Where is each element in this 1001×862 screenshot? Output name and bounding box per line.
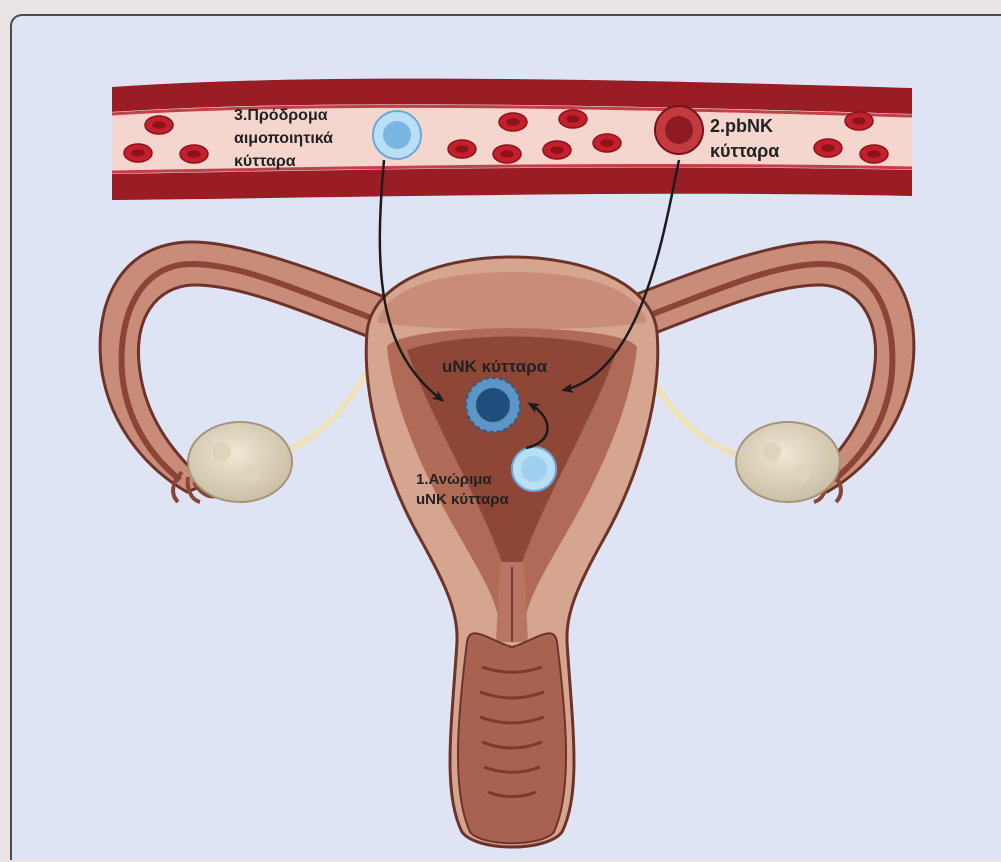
- blood-vessel: [112, 79, 912, 200]
- red-blood-cell-icon: [499, 113, 527, 131]
- red-blood-cell-icon: [448, 140, 476, 158]
- immature-unk-cell-icon: [512, 447, 556, 491]
- red-blood-cell-icon: [559, 110, 587, 128]
- ovary-right-icon: [736, 422, 840, 502]
- red-blood-cell-icon: [543, 141, 571, 159]
- pbnk-cell-icon: [655, 106, 703, 154]
- hematopoietic-precursor-cell-icon: [373, 111, 421, 159]
- precursors-label-line1: 3.Πρόδρομα: [234, 107, 328, 124]
- uterus-nk-diagram: 3.Πρόδρομα αιμοποιητικά κύτταρα 2.pbNK κ…: [12, 16, 1001, 860]
- red-blood-cell-icon: [860, 145, 888, 163]
- ovary-left-icon: [188, 422, 292, 502]
- red-blood-cell-icon: [124, 144, 152, 162]
- red-blood-cell-icon: [145, 116, 173, 134]
- red-blood-cell-icon: [180, 145, 208, 163]
- red-blood-cell-icon: [845, 112, 873, 130]
- ovarian-ligament-right: [647, 372, 742, 457]
- diagram-panel: 3.Πρόδρομα αιμοποιητικά κύτταρα 2.pbNK κ…: [10, 14, 1001, 860]
- pbnk-label-line1: 2.pbNK: [710, 116, 773, 136]
- uterus-icon: [366, 257, 658, 847]
- red-blood-cell-icon: [814, 139, 842, 157]
- pbnk-label-line2: κύτταρα: [710, 141, 779, 161]
- unk-label: uNK κύτταρα: [442, 357, 548, 376]
- precursors-label-line2: αιμοποιητικά: [234, 130, 333, 147]
- immature-label-line1: 1.Ανώριμα: [416, 471, 492, 488]
- red-blood-cell-icon: [593, 134, 621, 152]
- immature-label-line2: uNK κύτταρα: [416, 491, 510, 508]
- precursors-label-line3: κύτταρα: [234, 153, 296, 170]
- red-blood-cell-icon: [493, 145, 521, 163]
- unk-cell-icon: [466, 378, 520, 432]
